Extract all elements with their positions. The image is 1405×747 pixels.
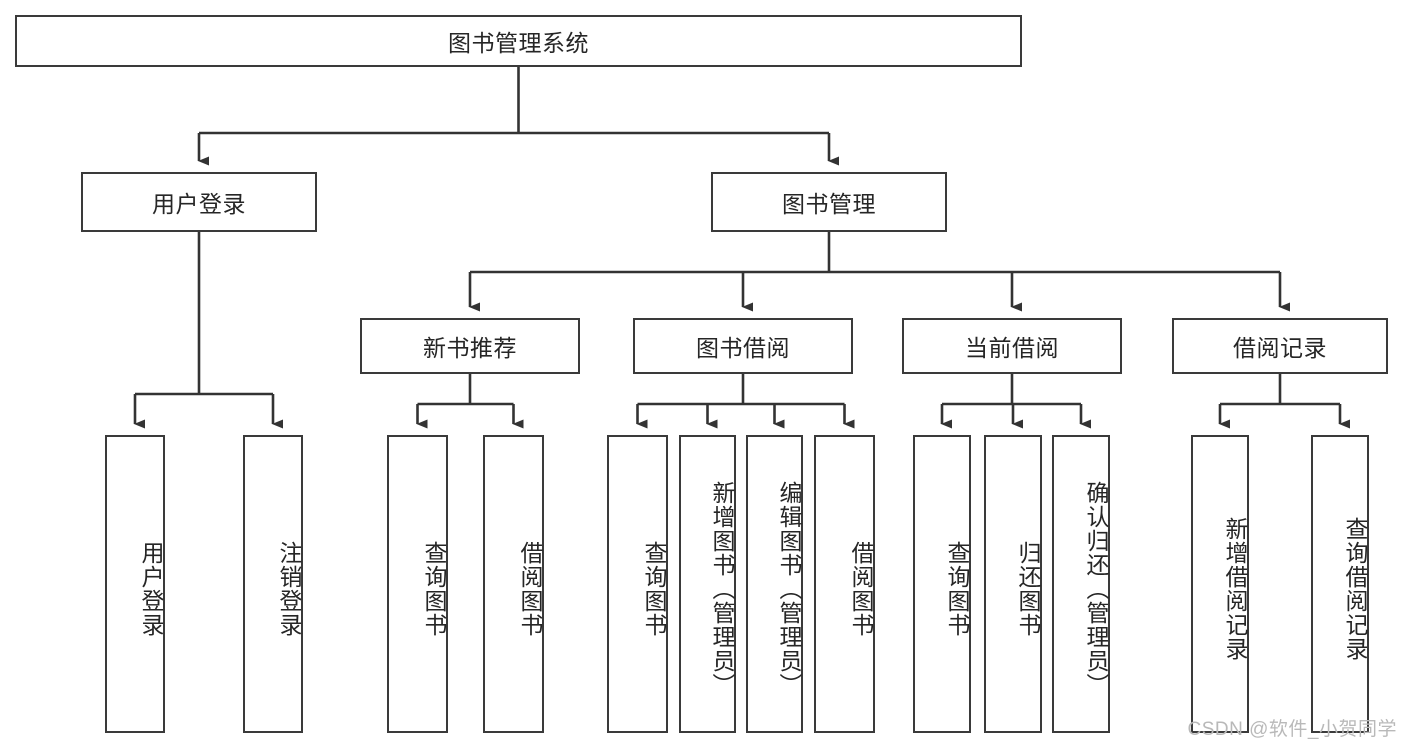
node-leaf-borrow-book-1[interactable]: 借阅图书 bbox=[483, 435, 544, 733]
node-label: 新增借阅记录 bbox=[1222, 517, 1248, 661]
node-label: 归还图书 bbox=[1015, 541, 1041, 637]
node-leaf-add-book[interactable]: 新增图书（管理员） bbox=[679, 435, 736, 733]
node-label: 用户登录 bbox=[138, 541, 164, 637]
node-user-login[interactable]: 用户登录 bbox=[81, 172, 317, 232]
node-label: 确认归还（管理员） bbox=[1083, 481, 1109, 697]
node-label: 查询借阅记录 bbox=[1342, 517, 1368, 661]
node-leaf-query-record[interactable]: 查询借阅记录 bbox=[1311, 435, 1369, 733]
node-label: 借阅记录 bbox=[1233, 335, 1327, 361]
node-current-borrow[interactable]: 当前借阅 bbox=[902, 318, 1122, 374]
node-label: 图书借阅 bbox=[696, 335, 790, 361]
node-label: 用户登录 bbox=[152, 191, 246, 217]
node-label: 借阅图书 bbox=[848, 541, 874, 637]
node-book-borrow[interactable]: 图书借阅 bbox=[633, 318, 853, 374]
node-leaf-borrow-book-2[interactable]: 借阅图书 bbox=[814, 435, 875, 733]
node-label: 新增图书（管理员） bbox=[709, 481, 735, 697]
node-new-book-rec[interactable]: 新书推荐 bbox=[360, 318, 580, 374]
node-label: 新书推荐 bbox=[423, 335, 517, 361]
node-book-manage[interactable]: 图书管理 bbox=[711, 172, 947, 232]
node-label: 图书管理 bbox=[782, 191, 876, 217]
node-leaf-query-book-1[interactable]: 查询图书 bbox=[387, 435, 448, 733]
watermark: CSDN @软件_小贺同学 bbox=[1187, 719, 1397, 740]
node-label: 当前借阅 bbox=[965, 335, 1059, 361]
node-leaf-confirm-return[interactable]: 确认归还（管理员） bbox=[1052, 435, 1110, 733]
node-leaf-query-book-3[interactable]: 查询图书 bbox=[913, 435, 971, 733]
node-leaf-edit-book[interactable]: 编辑图书（管理员） bbox=[746, 435, 803, 733]
node-label: 查询图书 bbox=[421, 541, 447, 637]
node-label: 注销登录 bbox=[276, 541, 302, 637]
node-root[interactable]: 图书管理系统 bbox=[15, 15, 1022, 67]
node-leaf-return-book[interactable]: 归还图书 bbox=[984, 435, 1042, 733]
node-leaf-add-record[interactable]: 新增借阅记录 bbox=[1191, 435, 1249, 733]
node-label: 查询图书 bbox=[944, 541, 970, 637]
node-label: 查询图书 bbox=[641, 541, 667, 637]
node-leaf-query-book-2[interactable]: 查询图书 bbox=[607, 435, 668, 733]
node-leaf-user-login[interactable]: 用户登录 bbox=[105, 435, 165, 733]
node-borrow-records[interactable]: 借阅记录 bbox=[1172, 318, 1388, 374]
node-label: 图书管理系统 bbox=[448, 30, 589, 56]
node-label: 编辑图书（管理员） bbox=[776, 481, 802, 697]
node-leaf-logout[interactable]: 注销登录 bbox=[243, 435, 303, 733]
node-label: 借阅图书 bbox=[517, 541, 543, 637]
